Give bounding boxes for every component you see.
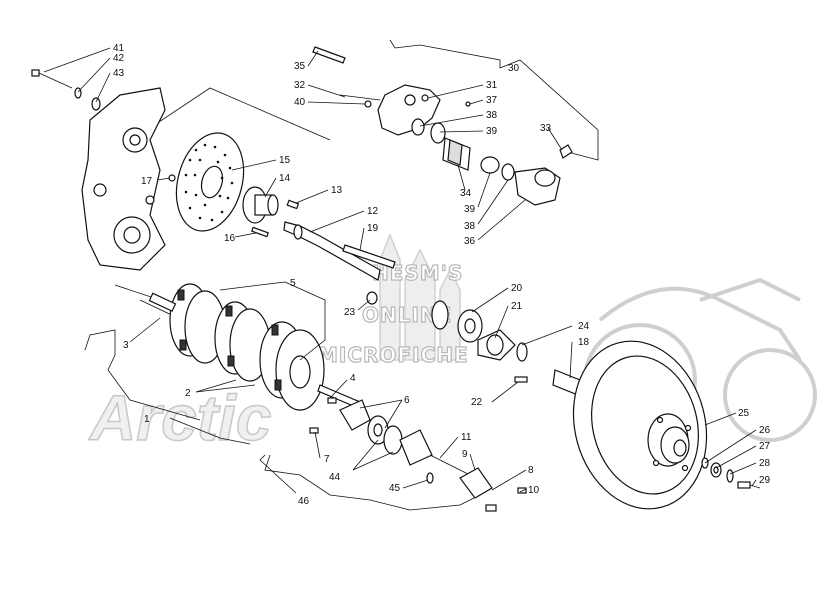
callout-33: 33: [540, 123, 552, 134]
callout-42: 42: [113, 53, 125, 64]
callout-31: 31: [486, 80, 498, 91]
callout-1: 1: [144, 414, 150, 425]
callout-23: 23: [344, 307, 356, 318]
callout-32: 32: [294, 80, 306, 91]
callout-35: 35: [294, 61, 306, 72]
callout-19: 19: [367, 223, 379, 234]
brake-caliper-group: [312, 46, 573, 206]
brake-rotor-25: [572, 340, 708, 510]
church-watermark-icon: [379, 232, 461, 361]
shaft-key-19: [342, 244, 396, 269]
bolt-41: [31, 69, 101, 111]
callout-16: 16: [224, 233, 236, 244]
callout-6: 6: [404, 395, 410, 406]
bearing-group-lower: [309, 397, 527, 512]
callout-26: 26: [759, 425, 771, 436]
callout-17: 17: [141, 176, 153, 187]
callout-36: 36: [464, 236, 476, 247]
callout-46: 46: [298, 496, 310, 507]
callout-labels: 41 42 43 17 15 14 16 13 12 19 35 32 40 3…: [113, 43, 771, 507]
bearing-group-right: [366, 291, 581, 396]
callout-43: 43: [113, 68, 125, 79]
drive-sprockets: [139, 283, 341, 411]
callout-40: 40: [294, 97, 306, 108]
callout-34: 34: [460, 188, 472, 199]
callout-11: 11: [461, 432, 472, 443]
callout-9: 9: [462, 449, 468, 460]
callout-13: 13: [331, 185, 343, 196]
callout-30: 30: [508, 63, 520, 74]
callout-2: 2: [185, 388, 191, 399]
brake-hub-14: [242, 186, 279, 224]
callout-20: 20: [511, 283, 523, 294]
callout-10: 10: [528, 485, 540, 496]
grouping-lines: [84, 39, 599, 511]
watermark-logo: Arctic: [88, 382, 271, 454]
callout-4: 4: [350, 373, 356, 384]
callout-39-upper: 39: [486, 126, 498, 137]
callout-37: 37: [486, 95, 498, 106]
brake-disc-15: [175, 132, 245, 232]
callout-5: 5: [290, 278, 296, 289]
callout-22: 22: [471, 397, 483, 408]
callout-12: 12: [367, 206, 379, 217]
callout-27: 27: [759, 441, 771, 452]
drive-shaft-upper: [283, 221, 381, 281]
callout-24: 24: [578, 321, 590, 332]
callout-21: 21: [511, 301, 523, 312]
leader-lines: [43, 47, 757, 494]
watermark-line-3: MICROFICHE: [318, 343, 469, 367]
callout-29: 29: [759, 475, 771, 486]
callout-15: 15: [279, 155, 291, 166]
washers-26-28: [701, 457, 761, 489]
callout-7: 7: [324, 454, 330, 465]
key-13: [286, 199, 300, 210]
callout-8: 8: [528, 465, 534, 476]
callout-14: 14: [279, 173, 291, 184]
callout-38-upper: 38: [486, 110, 498, 121]
callout-3: 3: [123, 340, 129, 351]
screw-16: [251, 226, 269, 238]
callout-39-lower: 39: [464, 204, 476, 215]
callout-25: 25: [738, 408, 750, 419]
callout-44: 44: [329, 472, 341, 483]
watermark: Arctic HESM'S ONLINE MICROFICHE: [87, 232, 817, 455]
gearcase-housing: [81, 87, 166, 271]
callout-45: 45: [389, 483, 401, 494]
callout-18: 18: [578, 337, 590, 348]
callout-28: 28: [759, 458, 771, 469]
callout-41: 41: [113, 43, 125, 54]
callout-38-lower: 38: [464, 221, 476, 232]
